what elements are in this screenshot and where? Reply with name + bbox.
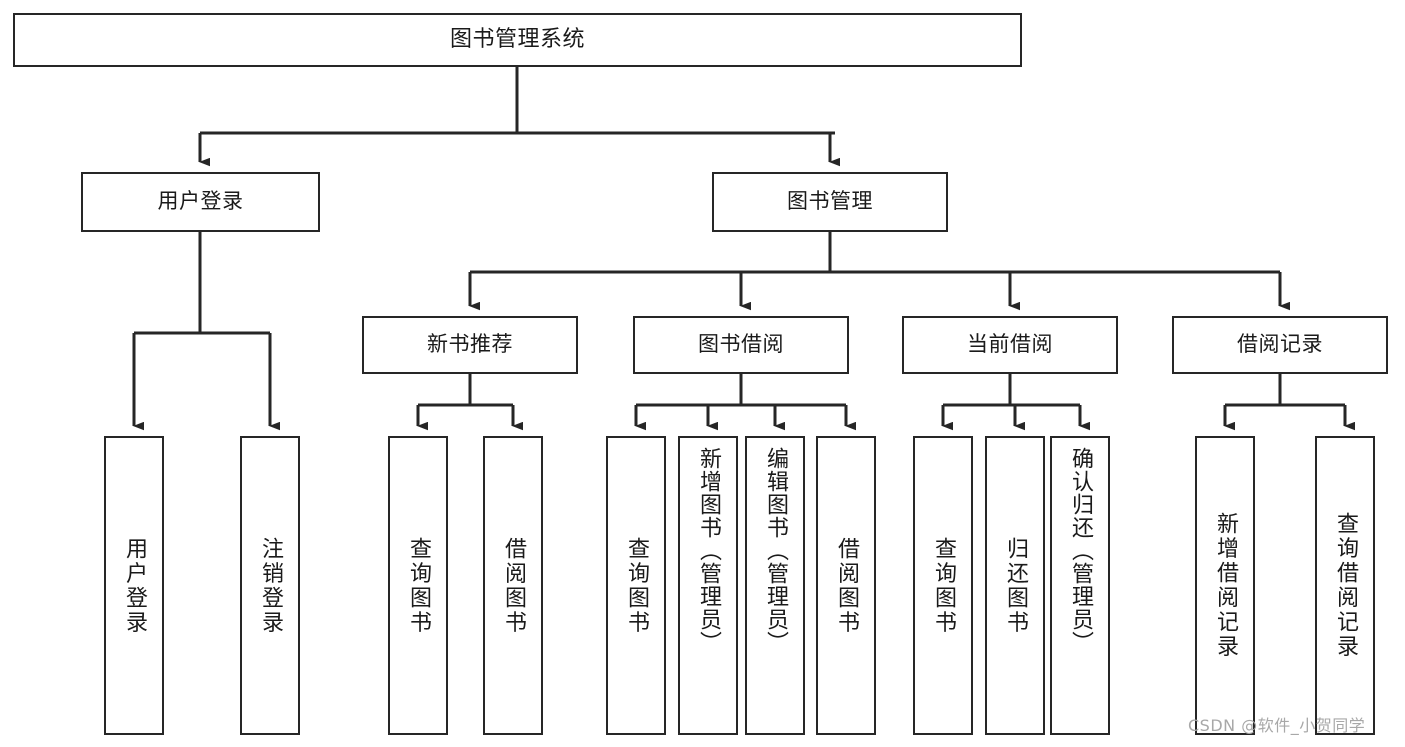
node-book-borrow[interactable]: 图书借阅 <box>633 316 849 374</box>
node-borrow-record-label: 借阅记录 <box>1237 332 1323 357</box>
leaf-add-record[interactable]: 新增借阅记录 <box>1195 436 1255 735</box>
leaf-user-login-label: 用户登录 <box>122 536 147 635</box>
leaf-confirm-return[interactable]: 确认归还（管理员） <box>1050 436 1110 735</box>
leaf-borrow-book-1-label: 借阅图书 <box>501 536 526 635</box>
leaf-query-book-1[interactable]: 查询图书 <box>388 436 448 735</box>
leaf-add-book[interactable]: 新增图书（管理员） <box>678 436 738 735</box>
node-current-borrow[interactable]: 当前借阅 <box>902 316 1118 374</box>
node-user-login[interactable]: 用户登录 <box>81 172 320 232</box>
node-root[interactable]: 图书管理系统 <box>13 13 1022 67</box>
node-book-borrow-label: 图书借阅 <box>698 332 784 357</box>
leaf-edit-book-label: 编辑图书（管理员） <box>763 447 788 654</box>
leaf-borrow-book-1[interactable]: 借阅图书 <box>483 436 543 735</box>
node-root-label: 图书管理系统 <box>449 26 585 52</box>
leaf-query-record-label: 查询借阅记录 <box>1333 512 1358 659</box>
leaf-logout-label: 注销登录 <box>258 536 283 635</box>
leaf-query-book-1-label: 查询图书 <box>406 536 431 635</box>
leaf-logout[interactable]: 注销登录 <box>240 436 300 735</box>
leaf-return-book-label: 归还图书 <box>1003 536 1028 635</box>
node-current-borrow-label: 当前借阅 <box>967 332 1053 357</box>
leaf-borrow-book-2-label: 借阅图书 <box>834 536 859 635</box>
leaf-query-record[interactable]: 查询借阅记录 <box>1315 436 1375 735</box>
node-borrow-record[interactable]: 借阅记录 <box>1172 316 1388 374</box>
leaf-query-book-3[interactable]: 查询图书 <box>913 436 973 735</box>
leaf-query-book-2[interactable]: 查询图书 <box>606 436 666 735</box>
node-user-login-label: 用户登录 <box>157 189 244 214</box>
node-new-book-rec[interactable]: 新书推荐 <box>362 316 578 374</box>
leaf-user-login[interactable]: 用户登录 <box>104 436 164 735</box>
leaf-add-record-label: 新增借阅记录 <box>1213 512 1238 659</box>
leaf-borrow-book-2[interactable]: 借阅图书 <box>816 436 876 735</box>
node-book-manage[interactable]: 图书管理 <box>712 172 948 232</box>
leaf-edit-book[interactable]: 编辑图书（管理员） <box>745 436 805 735</box>
leaf-query-book-3-label: 查询图书 <box>931 536 956 635</box>
leaf-return-book[interactable]: 归还图书 <box>985 436 1045 735</box>
leaf-add-book-label: 新增图书（管理员） <box>696 447 721 654</box>
node-book-manage-label: 图书管理 <box>787 189 873 214</box>
node-new-book-rec-label: 新书推荐 <box>427 332 513 357</box>
leaf-query-book-2-label: 查询图书 <box>624 536 649 635</box>
leaf-confirm-return-label: 确认归还（管理员） <box>1068 447 1093 654</box>
csdn-watermark: CSDN @软件_小贺同学 <box>1188 716 1366 735</box>
